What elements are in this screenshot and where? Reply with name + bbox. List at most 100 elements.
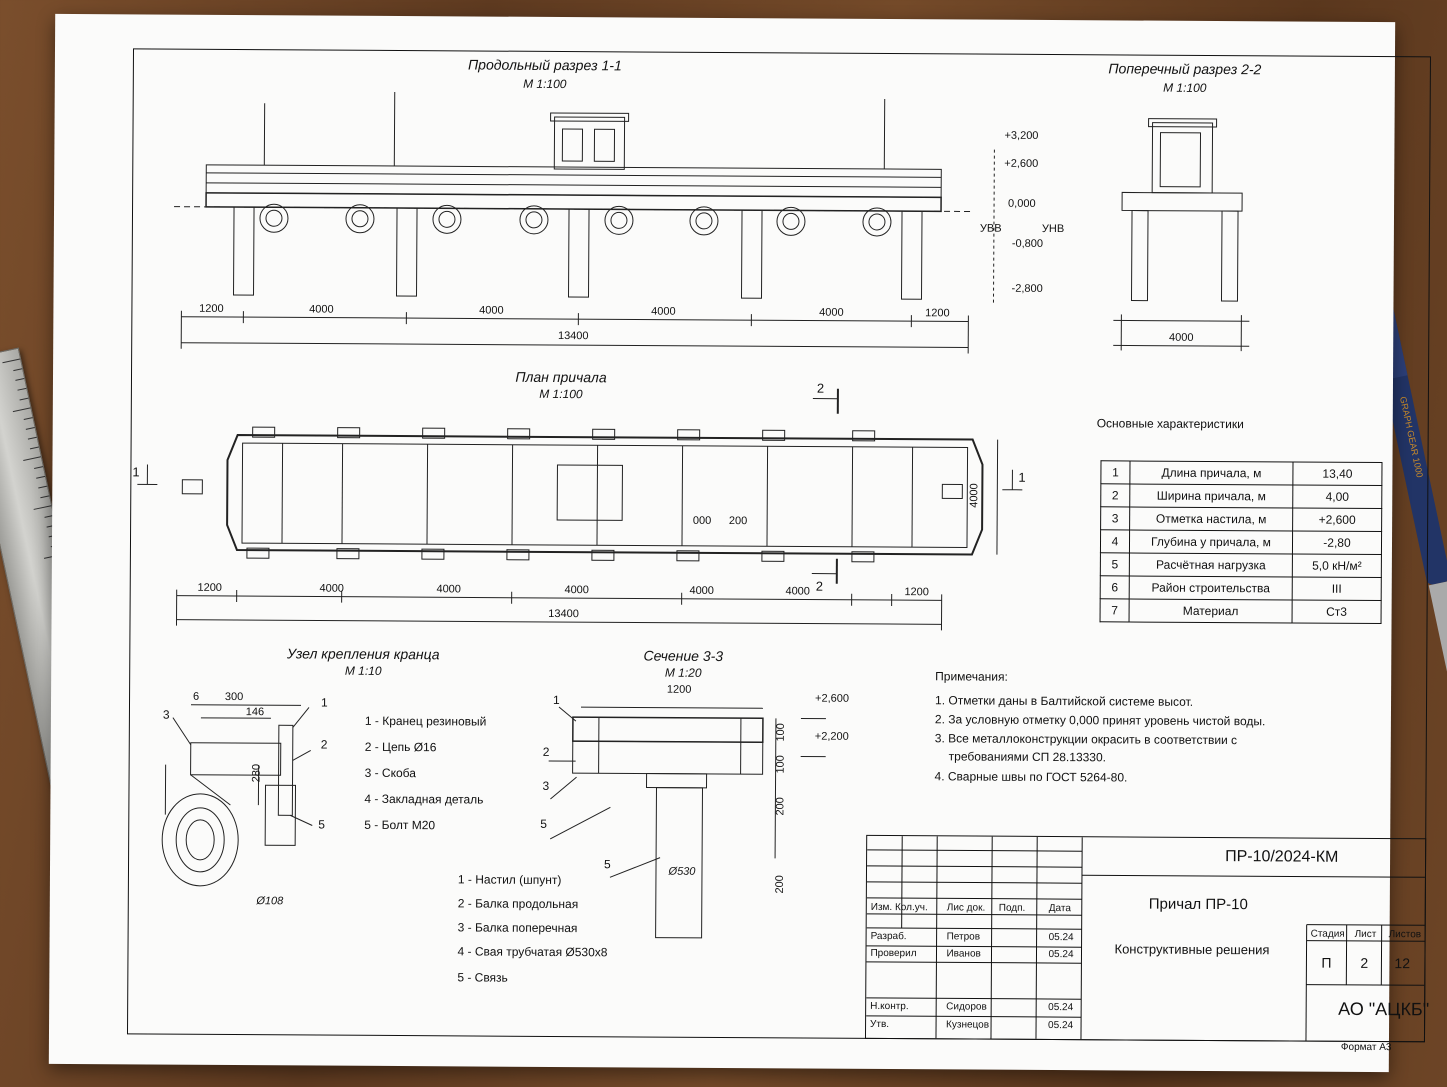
stamp-header-cell: Изм.	[870, 901, 893, 914]
row-value: Ст3	[1292, 599, 1382, 624]
section33-callout: 5	[603, 857, 611, 872]
section33-callout: 5	[540, 816, 548, 831]
ruler-tick	[27, 436, 37, 440]
ruler-tick	[23, 417, 33, 421]
legend-item: 2 - Цепь Ø16	[364, 739, 437, 755]
cut-mark-right: 1	[1018, 469, 1026, 485]
row-name: Отметка настила, м	[1129, 506, 1293, 531]
section33-elev: +2,600	[815, 692, 850, 705]
legend-item: 3 - Скоба	[364, 765, 416, 781]
plan-inner-dim: 000	[692, 514, 712, 527]
row-number: 1	[1100, 460, 1131, 484]
cut-mark-bottom: 2	[815, 578, 824, 594]
ruler-tick	[17, 387, 27, 391]
legend-item: 1 - Кранец резиновый	[364, 713, 487, 729]
ruler-tick	[25, 426, 35, 430]
stamp-header-cell: Лис док.	[946, 902, 986, 914]
section33-scale: М 1:20	[664, 665, 702, 680]
long-dim: 1200	[199, 302, 224, 315]
plan-dim: 4000	[564, 584, 589, 597]
note-item: 1. Отметки даны в Балтийской системе выс…	[935, 693, 1194, 709]
row-name: Длина причала, м	[1129, 460, 1294, 485]
plan-scale: М 1:100	[539, 386, 583, 402]
row-number: 2	[1100, 483, 1130, 507]
stamp-code: ПР-10/2024-КМ	[1225, 848, 1339, 866]
ruler-tick	[12, 407, 31, 413]
plan-dim: 4000	[785, 585, 810, 598]
long-dim: 4000	[651, 305, 676, 318]
ruler-tick	[36, 475, 46, 479]
stamp-org: АО "АЦКБ"	[1338, 998, 1430, 1020]
stamp-date: 05.24	[1048, 949, 1074, 961]
node-dim: 6	[192, 690, 200, 703]
legend-item: 5 - Связь	[457, 970, 508, 985]
row-number: 6	[1100, 575, 1130, 599]
row-name: Расчётная нагрузка	[1129, 552, 1293, 577]
drawing-sheet: Продольный разрез 1-1 М 1:100 1200 4000 …	[48, 13, 1431, 1073]
node-callout: 2	[320, 737, 328, 752]
node-callout: 5	[318, 817, 326, 832]
stamp-role: Разраб.	[870, 930, 907, 943]
note-item: 2. За условную отметку 0,000 принят уров…	[934, 712, 1266, 729]
stamp-object: Причал ПР-10	[1148, 895, 1248, 914]
ruler-tick	[13, 368, 23, 372]
legend-item: 4 - Свая трубчатая Ø530х8	[457, 944, 608, 960]
section33-dim: 100	[774, 723, 787, 742]
section33-callout: 3	[542, 778, 550, 793]
plan-inner-dim: 200	[728, 515, 748, 528]
legend-item: 3 - Балка поперечная	[457, 920, 578, 936]
elevation-mark: +3,200	[1004, 129, 1039, 142]
ruler-tick	[33, 505, 52, 510]
row-name: Район строительства	[1129, 575, 1293, 600]
legend-item: 5 - Болт М20	[364, 817, 436, 833]
stamp-person: Сидоров	[946, 1001, 987, 1013]
section33-dim: 100	[774, 755, 787, 774]
stamp-date: 05.24	[1048, 1020, 1074, 1032]
ruler-tick	[15, 378, 25, 381]
stamp-date: 05.24	[1048, 1002, 1074, 1014]
section33-drawing	[548, 706, 826, 939]
legend-item: 2 - Балка продольная	[457, 896, 579, 912]
node-callout: 1	[320, 695, 328, 710]
notes-title: Примечания:	[935, 669, 1008, 684]
stamp-sheets-header: Листов	[1388, 929, 1422, 941]
row-value: 4,00	[1292, 484, 1382, 509]
section33-elev: +2,200	[814, 730, 849, 743]
node-dim: 280	[250, 763, 263, 783]
row-name: Глубина у причала, м	[1129, 529, 1293, 554]
note-item: 3. Все металлоконструкции окрасить в соо…	[934, 731, 1238, 748]
ruler-tick	[29, 446, 39, 450]
long-dim-total: 13400	[557, 329, 589, 343]
node-callout: 3	[162, 707, 170, 722]
elevation-mark: +2,600	[1004, 157, 1039, 170]
row-number: 4	[1100, 529, 1130, 553]
stamp-date: 05.24	[1048, 932, 1074, 944]
note-item: требованиями СП 28.13330.	[948, 749, 1107, 765]
row-value: +2,600	[1292, 507, 1382, 532]
node-dia: Ø108	[256, 895, 284, 908]
legend-item: 1 - Настил (шпунт)	[457, 872, 562, 888]
node-dim: 300	[224, 690, 244, 704]
section33-dim: 200	[773, 875, 786, 894]
long-section-title: Продольный разрез 1-1	[468, 56, 622, 74]
stamp-stage: П	[1321, 954, 1332, 971]
title-block: Изм. Кол.уч. Лис док. Подп. Дата Разраб.…	[864, 834, 1430, 1043]
long-section-drawing	[174, 91, 995, 354]
section33-callout: 2	[542, 744, 550, 759]
long-dim: 4000	[479, 304, 504, 317]
stamp-role: Проверил	[870, 947, 917, 960]
node-dim: 146	[245, 706, 265, 719]
drawing-graphics	[137, 91, 1250, 939]
plan-side-dim: 4000	[968, 483, 981, 508]
cut-mark-left: 1	[132, 464, 140, 480]
elevation-mark: -0,800	[1011, 237, 1044, 250]
stamp-sheet-header: Лист	[1354, 928, 1377, 941]
stamp-person: Кузнецов	[946, 1019, 990, 1031]
stamp-stage-header: Стадия	[1310, 928, 1345, 940]
row-name: Материал	[1129, 598, 1293, 623]
section33-dim: 200	[774, 797, 787, 816]
characteristics-title: Основные характеристики	[1096, 416, 1244, 432]
